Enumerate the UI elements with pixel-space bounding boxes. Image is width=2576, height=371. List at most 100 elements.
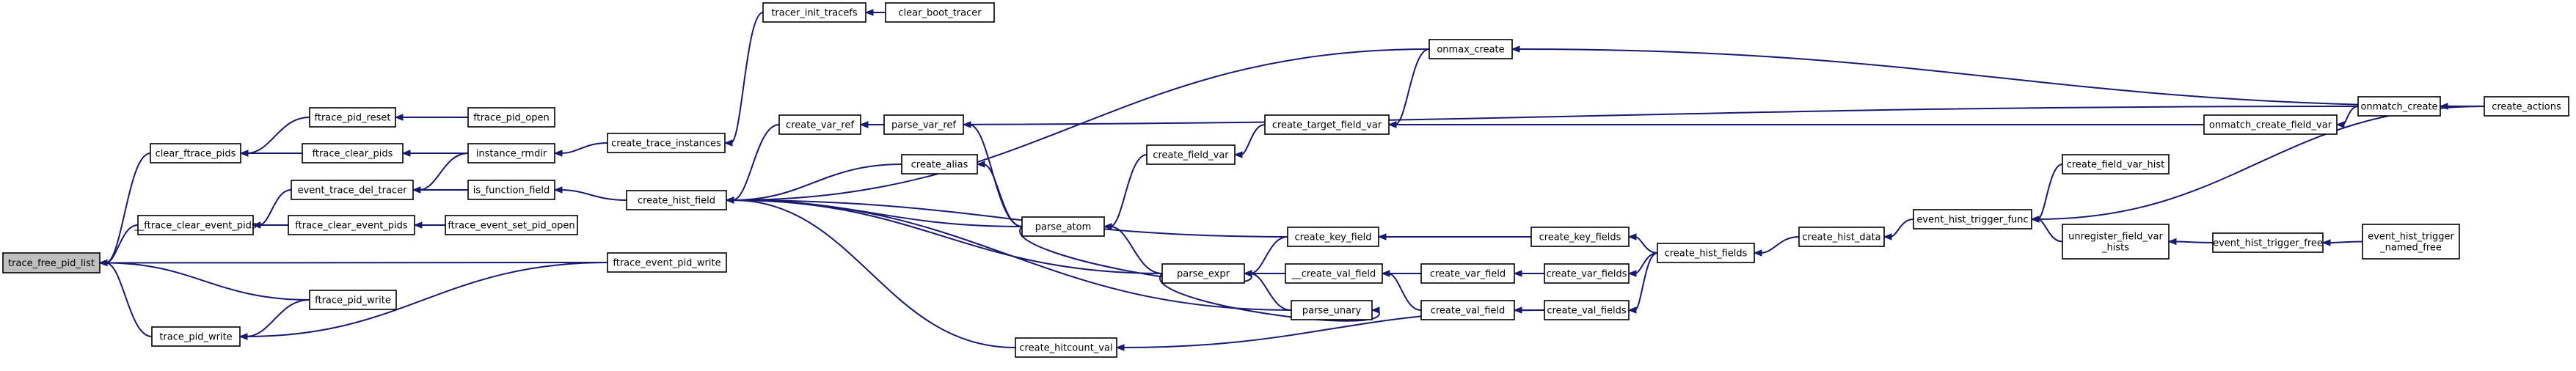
edge-create-field-var-hist-to-event-hist-trigger-func xyxy=(2037,164,2063,220)
node-label: _hists xyxy=(2101,243,2129,254)
node-label: create_key_fields xyxy=(1539,232,1621,243)
node-ftrace-clear-event-pids[interactable]: __ftrace_clear_event_pids xyxy=(134,215,257,235)
node-ftrace-pid-reset[interactable]: ftrace_pid_reset xyxy=(309,107,396,128)
edge-onmatch-create-to-create-var-ref xyxy=(866,106,2359,125)
node-create-key-fields[interactable]: create_key_fields xyxy=(1530,227,1630,247)
edge-parse-atom-to-parse-var-ref xyxy=(968,124,1023,227)
node-box xyxy=(1021,216,1105,237)
node-create-var-field[interactable]: create_var_field xyxy=(1420,263,1515,284)
node-create-hist-data[interactable]: create_hist_data xyxy=(1798,227,1885,247)
node-label: create_hist_data xyxy=(1802,232,1880,243)
edge-create-target-field-var-to-create-field-var xyxy=(1240,124,1266,155)
node-box xyxy=(2212,232,2324,253)
node-label: event_hist_trigger xyxy=(2368,232,2454,243)
node-label: onmatch_create_field_var xyxy=(2209,120,2332,131)
node-ftrace-clear-pids[interactable]: ftrace_clear_pids xyxy=(302,143,404,164)
arrowhead xyxy=(1627,306,1637,314)
node-box xyxy=(1285,263,1383,284)
node-create-var-ref[interactable]: create_var_ref xyxy=(778,114,861,135)
node-instance-rmdir[interactable]: instance_rmdir xyxy=(467,143,555,164)
node-create-hist-field[interactable]: create_hist_field xyxy=(626,190,727,210)
edge-create-alias-to-create-hist-field xyxy=(731,164,902,201)
node-label: parse_expr xyxy=(1177,269,1230,280)
node-create-alias[interactable]: create_alias xyxy=(901,154,978,175)
node-box xyxy=(2362,224,2460,260)
node-label: create_hist_fields xyxy=(1665,249,1748,260)
node-create-field-var[interactable]: create_field_var xyxy=(1146,144,1236,165)
node-onmatch-create[interactable]: onmatch_create xyxy=(2357,96,2441,117)
node-parse-var-ref[interactable]: parse_var_ref xyxy=(883,114,964,135)
node-box xyxy=(901,154,978,175)
node-ftrace-pid-open[interactable]: ftrace_pid_open xyxy=(467,107,555,128)
node-event-hist-trigger-named-free[interactable]: event_hist_trigger_named_free xyxy=(2362,224,2460,260)
arrowhead xyxy=(1381,270,1390,277)
node-tracer-init-tracefs[interactable]: tracer_init_tracefs xyxy=(762,2,866,23)
node-box xyxy=(2484,96,2569,117)
node-box xyxy=(309,290,397,310)
node-label: create_var_ref xyxy=(786,120,854,131)
node-parse-expr[interactable]: parse_expr xyxy=(1161,263,1245,284)
node-create-actions[interactable]: create_actions xyxy=(2484,96,2569,117)
node-onmax-create[interactable]: onmax_create xyxy=(1429,39,1513,59)
edge-create-trace-instances-to-instance-rmdir xyxy=(560,142,608,154)
node-label: ftrace_event_pid_write xyxy=(613,258,720,269)
node-parse-unary[interactable]: parse_unary xyxy=(1291,300,1373,320)
arrowhead xyxy=(401,150,411,157)
node-is-function-field[interactable]: is_function_field xyxy=(467,180,555,200)
node-label: ftrace_pid_reset xyxy=(315,113,391,124)
node-box xyxy=(309,107,396,128)
edge-create-val-field-to-create-val-field xyxy=(1387,273,1422,311)
node-create-var-fields[interactable]: create_var_fields xyxy=(1544,263,1630,284)
node-label: create_key_field xyxy=(1294,232,1371,243)
edge-create-hitcount-val-to-create-hist-field xyxy=(731,199,1016,348)
node-label: trace_free_pid_list xyxy=(8,258,95,269)
arrowhead xyxy=(1627,270,1637,277)
node-create-val-field[interactable]: create_val_field xyxy=(1420,300,1515,320)
edge-trace-pid-write-to-trace-free-pid-list xyxy=(105,262,153,337)
edge-unregister-field-var-hists-to-event-hist-trigger-func xyxy=(2037,218,2063,243)
node-event-hist-trigger-func[interactable]: event_hist_trigger_func xyxy=(1913,209,2032,229)
node-ftrace-event-pid-write[interactable]: ftrace_event_pid_write xyxy=(607,252,727,273)
node-create-trace-instances[interactable]: create_trace_instances xyxy=(607,133,726,153)
node-create-val-fields[interactable]: create_val_fields xyxy=(1544,300,1630,320)
arrowhead xyxy=(1371,306,1380,314)
edge-create-actions-to-onmax-create xyxy=(1517,48,2485,107)
node-create-field-var-hist[interactable]: create_field_var_hist xyxy=(2062,154,2170,175)
arrowhead xyxy=(1511,45,1520,53)
node-box xyxy=(2203,114,2338,135)
node-label: clear_ftrace_pids xyxy=(156,149,236,160)
node-box xyxy=(1913,209,2032,229)
edge-tracer-init-tracefs-to-create-trace-instances xyxy=(730,12,764,144)
node-parse-atom[interactable]: parse_atom xyxy=(1021,216,1105,237)
node-create-hist-fields[interactable]: create_hist_fields xyxy=(1657,243,1755,263)
node-unregister-field-var-hists[interactable]: unregister_field_var_hists xyxy=(2062,224,2170,260)
edge-create-hist-fields-to-create-val-fields xyxy=(1634,252,1658,311)
node-create-hitcount-val[interactable]: create_hitcount_val xyxy=(1015,337,1117,358)
arrowhead xyxy=(1243,270,1252,277)
node-box xyxy=(762,2,866,23)
node-box xyxy=(1015,337,1117,358)
node-ftrace-pid-write[interactable]: ftrace_pid_write xyxy=(309,290,397,310)
node-label: is_function_field xyxy=(473,186,550,196)
node-label: tracer_init_tracefs xyxy=(771,8,858,19)
node-create-val-field[interactable]: __create_val_field xyxy=(1285,263,1383,284)
node-create-key-field[interactable]: create_key_field xyxy=(1287,227,1379,247)
node-box xyxy=(626,190,727,210)
node-box xyxy=(1161,263,1245,284)
node-clear-boot-tracer[interactable]: clear_boot_tracer xyxy=(885,2,995,23)
node-onmatch-create-field-var[interactable]: onmatch_create_field_var xyxy=(2203,114,2338,135)
node-ftrace-clear-event-pids[interactable]: ftrace_clear_event_pids xyxy=(288,215,415,235)
node-event-hist-trigger-free[interactable]: event_hist_trigger_free xyxy=(2212,232,2324,253)
edge-create-hist-data-to-create-hist-fields xyxy=(1759,236,1800,254)
node-label: event_trace_del_tracer xyxy=(298,186,407,196)
edge-create-field-var-to-parse-atom xyxy=(1109,154,1147,227)
edge-create-key-field-to-parse-expr xyxy=(1249,236,1288,274)
edge-parse-atom-to-create-hist-field xyxy=(731,199,1023,227)
node-trace-free-pid-list[interactable]: trace_free_pid_list xyxy=(2,252,101,273)
node-ftrace-event-set-pid-open[interactable]: ftrace_event_set_pid_open xyxy=(445,215,578,235)
edge-ftrace-clear-event-pids-to-trace-free-pid-list xyxy=(105,224,139,264)
node-clear-ftrace-pids[interactable]: clear_ftrace_pids xyxy=(150,143,241,164)
node-event-trace-del-tracer[interactable]: event_trace_del_tracer xyxy=(291,180,414,200)
node-create-target-field-var[interactable]: create_target_field_var xyxy=(1264,114,1390,135)
node-trace-pid-write[interactable]: trace_pid_write xyxy=(151,326,241,347)
